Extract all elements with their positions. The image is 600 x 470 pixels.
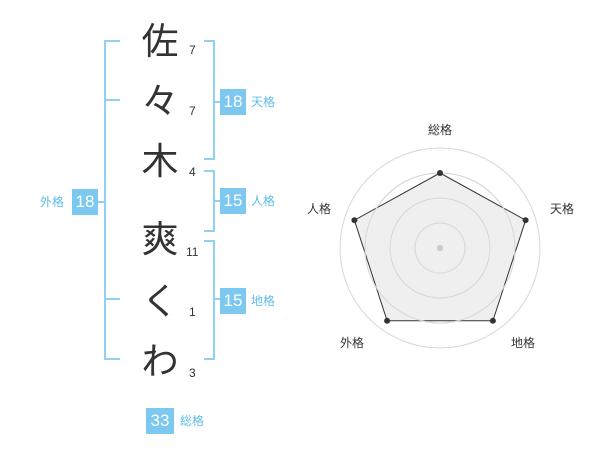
gaikaku-bracket-connector bbox=[96, 201, 105, 203]
radar-label-chikaku: 地格 bbox=[511, 336, 536, 350]
stroke-count-6: 3 bbox=[189, 366, 196, 380]
gaikaku-bracket-tick bbox=[104, 298, 120, 300]
chikaku-value: 15 bbox=[220, 288, 246, 314]
soukaku-label: 総格 bbox=[180, 414, 205, 428]
tenkaku-bracket-connector bbox=[214, 101, 220, 103]
name-char-6: わ bbox=[141, 340, 179, 383]
name-char-5: く bbox=[141, 280, 179, 323]
radar-label-tenkaku: 天格 bbox=[550, 202, 575, 216]
radar-point-4 bbox=[384, 317, 391, 324]
gaikaku-label: 外格 bbox=[40, 195, 65, 209]
radar-point-1 bbox=[437, 170, 443, 176]
name-char-1: 佐 bbox=[141, 20, 179, 63]
tenkaku-bracket bbox=[204, 40, 215, 160]
stroke-count-1: 7 bbox=[189, 43, 196, 57]
radar-ring-inner bbox=[389, 197, 491, 299]
jinkaku-label: 人格 bbox=[251, 194, 276, 208]
name-char-3: 木 bbox=[141, 140, 179, 183]
gaikaku-bracket-tick bbox=[104, 99, 120, 101]
stroke-count-2: 7 bbox=[189, 104, 196, 118]
gaikaku-value: 18 bbox=[72, 189, 98, 215]
name-char-4: 爽 bbox=[141, 218, 179, 261]
jinkaku-bracket-connector bbox=[214, 200, 220, 202]
stroke-count-4: 11 bbox=[186, 245, 199, 259]
radar-label-soukaku: 総格 bbox=[428, 123, 453, 137]
radar-ring-inner bbox=[414, 222, 466, 274]
radar-point-5 bbox=[351, 217, 358, 224]
radar-label-gaikaku: 外格 bbox=[340, 336, 365, 350]
stroke-count-3: 4 bbox=[189, 165, 196, 179]
radar-label-jinkaku: 人格 bbox=[307, 202, 332, 216]
chikaku-label: 地格 bbox=[251, 294, 276, 308]
gaikaku-bracket bbox=[104, 40, 120, 360]
chikaku-bracket-connector bbox=[214, 298, 220, 300]
name-char-2: 々 bbox=[141, 80, 179, 123]
chikaku-bracket bbox=[204, 240, 215, 360]
jinkaku-value: 15 bbox=[220, 188, 246, 214]
soukaku-value: 33 bbox=[146, 408, 174, 434]
radar-center-dot bbox=[437, 245, 443, 251]
tenkaku-value: 18 bbox=[220, 89, 246, 115]
radar-point-2 bbox=[522, 217, 529, 224]
tenkaku-label: 天格 bbox=[251, 95, 276, 109]
stroke-count-5: 1 bbox=[189, 305, 196, 319]
radar-point-3 bbox=[489, 317, 496, 324]
